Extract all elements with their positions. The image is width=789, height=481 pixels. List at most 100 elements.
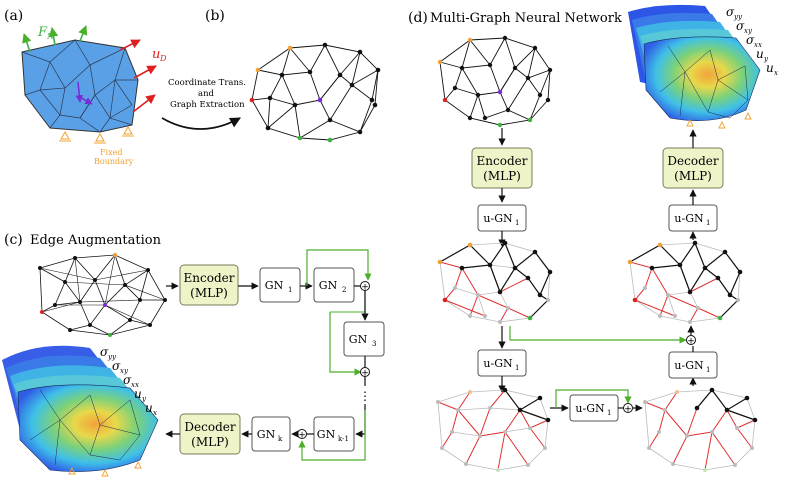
panel-b-graph: [251, 44, 379, 141]
panel-a-force-label: F: [37, 25, 48, 40]
panel-c-field-stack: [2, 345, 159, 477]
svg-text:σ: σ: [746, 33, 755, 47]
svg-text:+: +: [361, 283, 369, 293]
svg-text:Encoder: Encoder: [477, 154, 528, 168]
panel-a-disp-label: u: [152, 47, 160, 62]
panel-b-nodes: [249, 42, 381, 143]
svg-text:u: u: [766, 61, 774, 75]
panel-d-skip-top: [509, 326, 687, 344]
panel-d-nodes-bottom-left: [436, 387, 551, 472]
svg-text:σ: σ: [726, 5, 735, 19]
svg-text:1: 1: [288, 286, 292, 294]
panel-d-graph-right-mid: [629, 241, 741, 323]
panel-d-nodes-left-mid: [437, 240, 553, 324]
panel-c-gnk: GN k: [251, 416, 291, 452]
panel-a-boundary-line2: Boundary: [94, 157, 134, 166]
panel-a-force-sub: N: [46, 32, 55, 41]
panel-b-label: (b): [205, 8, 225, 24]
panel-d-ugn-right-top: u-GN 1: [668, 204, 718, 232]
svg-text:xx: xx: [131, 381, 139, 389]
svg-text:+: +: [361, 369, 369, 379]
svg-text:u-GN: u-GN: [674, 359, 704, 372]
svg-text:yy: yy: [107, 353, 117, 361]
panel-c-encoder: Encoder (MLP): [179, 264, 239, 306]
panel-d-graph-bottom-left: [437, 389, 549, 471]
svg-text:2: 2: [342, 286, 346, 294]
panel-c-nodes: [38, 253, 167, 337]
panel-d-add-bottom: [623, 403, 633, 413]
svg-text:+: +: [624, 405, 632, 415]
panel-a-disp-arrows: [119, 39, 157, 113]
svg-text:σ: σ: [123, 373, 132, 387]
panel-d-decoder: Decoder (MLP): [662, 147, 724, 189]
panel-d-ugn-left-bottom: u-GN 1: [477, 349, 527, 377]
panel-d-ugn-left-top: u-GN 1: [477, 204, 527, 232]
panel-d-skip-bottom: [555, 389, 632, 408]
panel-c-title: Edge Augmentation: [30, 233, 162, 248]
svg-text:Encoder: Encoder: [184, 271, 235, 285]
svg-text:u: u: [134, 387, 142, 401]
panel-d-nodes-bottom-right: [643, 387, 758, 472]
svg-text:GN: GN: [349, 333, 368, 346]
panel-c-skip-1: [306, 249, 372, 286]
svg-text:GN: GN: [265, 279, 284, 292]
arrow-ab-line1: Coordinate Trans.: [168, 78, 246, 88]
svg-text:xy: xy: [744, 27, 753, 35]
panel-a-boundary-line1: Fixed: [100, 148, 122, 157]
svg-text:GN: GN: [257, 428, 276, 441]
panel-a-mesh: [21, 39, 139, 133]
panel-d-add-top: [686, 335, 696, 345]
panel-c-skip-3: [298, 410, 366, 461]
svg-text:Decoder: Decoder: [667, 154, 718, 168]
panel-a-disp-sub: D: [159, 54, 167, 63]
svg-text:x: x: [774, 69, 778, 77]
svg-text:+: +: [687, 337, 695, 347]
svg-text:u: u: [145, 401, 153, 415]
panel-d-field-stack: [628, 4, 761, 129]
svg-text:u-GN: u-GN: [483, 212, 513, 225]
svg-text:+: +: [298, 431, 306, 441]
svg-text:GN: GN: [317, 428, 336, 441]
arrow-ab-line3: Graph Extraction: [170, 100, 245, 110]
panel-c-gn1: GN 1: [259, 267, 301, 303]
svg-text:1: 1: [515, 364, 519, 372]
panel-a-supports: [59, 125, 134, 144]
svg-text:σ: σ: [100, 345, 109, 359]
panel-c-graph: [39, 254, 166, 336]
panel-c-add-2: [360, 367, 370, 377]
svg-text:3: 3: [372, 340, 376, 348]
svg-text:1: 1: [515, 219, 519, 227]
svg-text:k: k: [278, 435, 283, 443]
svg-text:(MLP): (MLP): [190, 286, 228, 300]
panel-a-force-arrows: [22, 25, 88, 53]
panel-c-add-1: [360, 281, 370, 291]
svg-text:u-GN: u-GN: [575, 402, 605, 415]
panel-c-gn2: GN 2: [313, 267, 355, 303]
panel-d-input-graph: [439, 36, 551, 126]
panel-c-gnk1: GN k-1: [313, 416, 355, 452]
svg-text:u: u: [756, 47, 764, 61]
svg-text:y: y: [141, 395, 147, 403]
panel-d-input-nodes: [437, 35, 553, 128]
panel-c-skip-2: [329, 312, 362, 376]
panel-d-encoder: Encoder (MLP): [471, 147, 533, 189]
panel-c-label: (c): [4, 232, 23, 248]
svg-text:k-1: k-1: [338, 435, 349, 443]
panel-d-label: (d): [408, 10, 428, 26]
svg-text:y: y: [763, 55, 769, 63]
panel-a-label: (a): [4, 8, 23, 24]
svg-text:(MLP): (MLP): [674, 169, 712, 183]
panel-d-graph-left-mid: [439, 241, 551, 323]
arrow-ab: [161, 117, 241, 130]
panel-d-nodes-right-mid: [627, 240, 743, 324]
panel-c-gn3: GN 3: [343, 321, 385, 357]
panel-d-ugn-right-bottom: u-GN 1: [668, 351, 718, 379]
svg-text:u-GN: u-GN: [674, 212, 704, 225]
svg-text:x: x: [153, 409, 157, 417]
svg-text:xy: xy: [120, 367, 129, 375]
panel-d-graph-bottom-right: [644, 389, 756, 471]
svg-text:GN: GN: [319, 279, 338, 292]
